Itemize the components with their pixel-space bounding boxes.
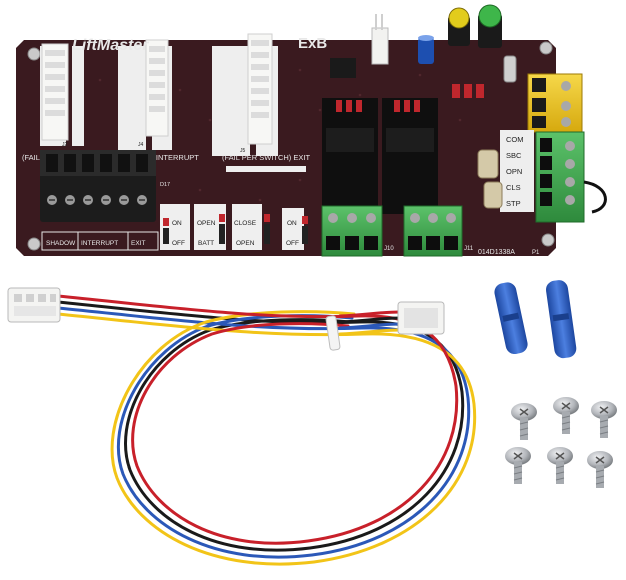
- mount-hole: [27, 237, 41, 251]
- wire-blue: [56, 306, 471, 559]
- white-connector-top: [371, 14, 389, 65]
- cable-tie: [325, 315, 341, 351]
- green-terminal-block-right: [535, 131, 585, 223]
- part-number: 014D1338A: [478, 249, 515, 256]
- control-board: LiftMaster ExB (FAIL SAFE) SHADOW (FAIL …: [16, 4, 607, 257]
- header-label-shadow: SHADOW: [46, 240, 76, 247]
- switch-label-on-2: ON: [287, 220, 297, 227]
- harness-connector-left: [7, 287, 61, 323]
- header-label-exit: EXIT: [131, 240, 145, 247]
- yellow-terminal-block: [527, 73, 583, 133]
- switch-label-batt: BATT: [198, 240, 214, 247]
- wire-harness: [56, 294, 477, 566]
- screw: [587, 451, 613, 488]
- terminal-label-opn: OPN: [506, 167, 522, 176]
- relay-left: [322, 98, 378, 214]
- chip: [330, 58, 356, 78]
- screw: [505, 447, 531, 484]
- model-label: ExB: [298, 35, 327, 52]
- harness-connector-right: [397, 301, 445, 335]
- mount-hole: [539, 41, 553, 55]
- screw: [511, 403, 537, 440]
- screws: [505, 397, 617, 488]
- relay-right: [382, 98, 438, 214]
- wire-red: [56, 294, 459, 545]
- switch-label-off-1: OFF: [172, 240, 185, 247]
- switch-label-on-1: ON: [172, 220, 182, 227]
- wire-black: [56, 300, 465, 552]
- butt-splice-left: [494, 282, 528, 355]
- black-terminal-block: [40, 150, 156, 222]
- brand-logo: LiftMaster: [72, 37, 149, 54]
- connector-id-j11: J11: [464, 246, 474, 252]
- screw: [591, 401, 617, 438]
- switch-label-open-2: OPEN: [236, 240, 255, 247]
- mount-hole: [27, 47, 41, 61]
- header-connector-j5: [247, 33, 273, 145]
- butt-splice-right: [545, 280, 577, 359]
- terminal-label-stp: STP: [506, 199, 521, 208]
- component-id-d17: D17: [160, 182, 170, 188]
- terminal-label-sbc: SBC: [506, 151, 522, 160]
- jumper-wire: [583, 180, 607, 214]
- capacitor-blue: [418, 35, 434, 64]
- header-label-interrupt: INTERRUPT: [81, 240, 118, 247]
- mount-hole: [541, 233, 555, 247]
- small-components: [452, 84, 484, 98]
- connector-id-j10: J10: [384, 246, 394, 252]
- capacitor-green: [478, 4, 502, 48]
- capacitor-yellow: [448, 7, 470, 46]
- switch-label-open-1: OPEN: [197, 220, 216, 227]
- terminal-label-cls: CLS: [506, 183, 521, 192]
- switch-panels: ON OFF OPEN BATT CLOSE OPEN ON OFF: [160, 204, 308, 250]
- terminal-labels: COM SBC OPN CLS STP: [500, 130, 534, 212]
- wire-yellow: [56, 310, 477, 566]
- connector-id-j4: J4: [138, 142, 144, 148]
- connector-id-j2: J2: [62, 142, 68, 148]
- terminal-label-com: COM: [506, 135, 524, 144]
- green-terminal-j10: [321, 205, 383, 257]
- connector-id-j5: J5: [240, 148, 246, 154]
- green-terminal-j11: [403, 205, 463, 257]
- connector-id-p1: P1: [532, 250, 540, 256]
- screw: [547, 447, 573, 484]
- section-label-exit: (FAIL PER SWITCH) EXIT: [222, 153, 310, 162]
- switch-label-close: CLOSE: [234, 220, 257, 227]
- header-connector-j4: [145, 39, 169, 137]
- switch-label-off-2: OFF: [286, 240, 299, 247]
- fuses: [477, 55, 517, 209]
- screw: [553, 397, 579, 434]
- header-connector-j2: [41, 43, 69, 141]
- header-label-strip: SHADOW INTERRUPT EXIT: [41, 231, 159, 251]
